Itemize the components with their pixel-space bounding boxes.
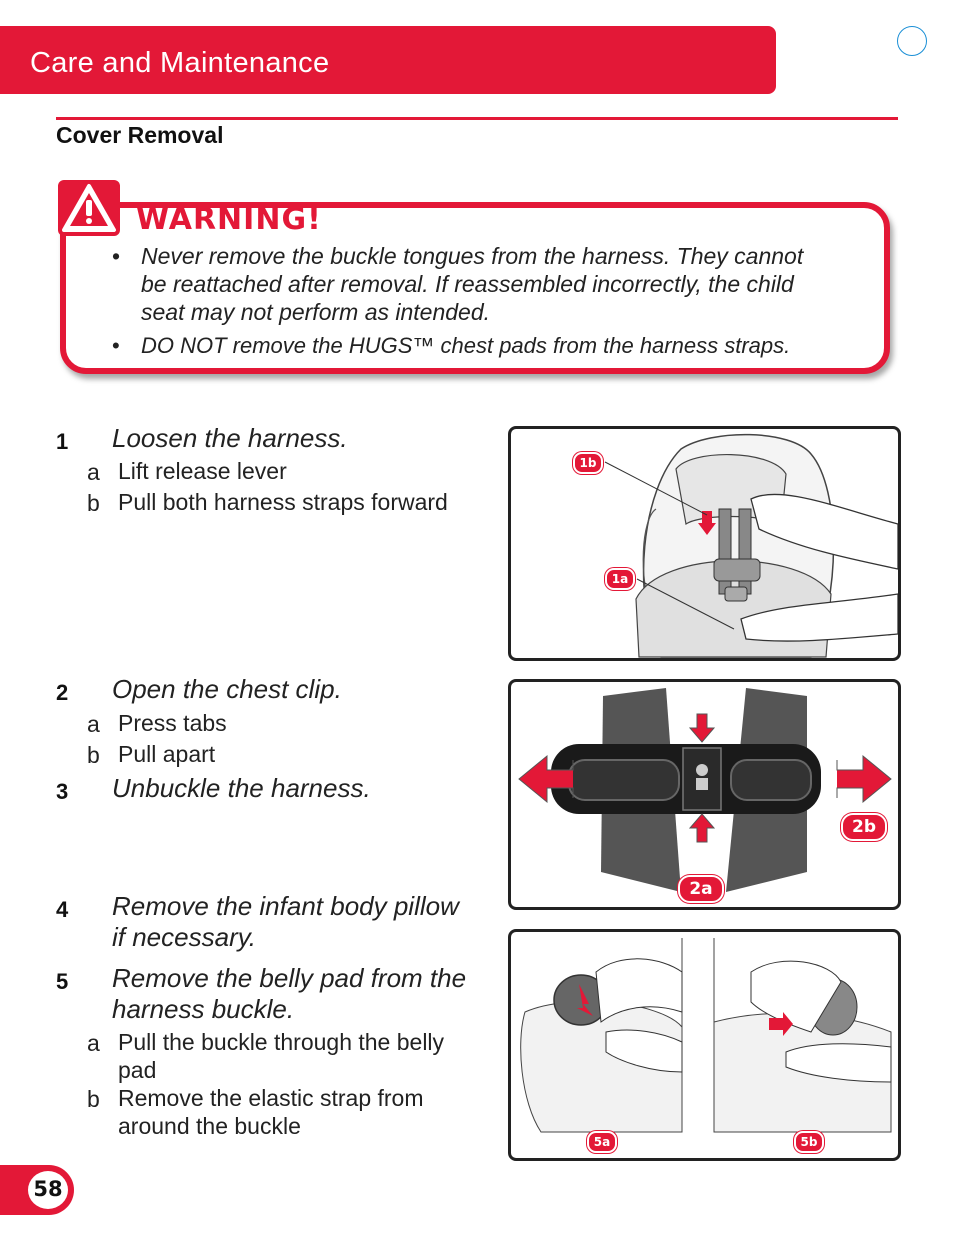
chest-clip-illustration (518, 688, 892, 892)
warning-text-line: DO NOT remove the HUGS™ chest pads from … (141, 333, 791, 358)
step-number: 5 (56, 969, 69, 994)
step-number: 1 (56, 429, 69, 454)
sub-step-text-line: Remove the elastic strap from (118, 1085, 424, 1111)
sub-step-letter: a (87, 1030, 100, 1056)
sub-step-text: Pull apart (118, 741, 216, 767)
sub-step-text-line: around the buckle (118, 1113, 301, 1139)
sub-step-text-line: pad (118, 1057, 157, 1083)
step-title-line: Remove the infant body pillow (112, 891, 459, 921)
warning-item-cont: seat may not perform as intended. (112, 298, 872, 327)
belly-pad-illustration (520, 938, 892, 1133)
step-number: 3 (56, 779, 69, 804)
page-number-circle (28, 1171, 68, 1209)
step-title: Open the chest clip. (112, 674, 342, 704)
warning-icon (58, 180, 120, 236)
warning-text-line: be reattached after removal. If reassemb… (141, 271, 794, 297)
label-5a: 5a (587, 1131, 617, 1153)
warning-text-line: Never remove the buckle tongues from the… (141, 243, 804, 269)
sub-step-letter: b (87, 490, 100, 516)
page-number: 58 (33, 1177, 63, 1201)
warning-item-cont: be reattached after removal. If reassemb… (112, 270, 872, 299)
figure-chest-clip: 2b 2a (508, 679, 901, 910)
step-title: Unbuckle the harness. (112, 773, 371, 803)
header-title: Care and Maintenance (30, 47, 330, 79)
figure-belly-pad: 5a 5b (508, 929, 901, 1161)
sub-step-letter: b (87, 742, 100, 768)
label-1a: 1a (605, 568, 635, 590)
bullet: • (112, 243, 121, 269)
label-2b: 2b (841, 813, 887, 841)
label-5b: 5b (794, 1131, 824, 1153)
car-seat-illustration (604, 433, 898, 658)
sub-step-text: Lift release lever (118, 458, 287, 484)
label-1b: 1b (573, 452, 603, 474)
section-title: Cover Removal (56, 122, 224, 148)
warning-item: • DO NOT remove the HUGS™ chest pads fro… (112, 331, 872, 360)
sub-step-letter: a (87, 711, 100, 737)
sub-step-letter: a (87, 459, 100, 485)
sub-step-text-line: Pull the buckle through the belly (118, 1029, 445, 1055)
step-title-line: harness buckle. (112, 994, 295, 1024)
step-title-line: Remove the belly pad from the (112, 963, 467, 993)
bullet: • (112, 333, 120, 358)
header-bar (0, 26, 776, 94)
figure-loosen-harness: 1b 1a (508, 426, 901, 661)
label-2a: 2a (678, 875, 724, 903)
step-title: Loosen the harness. (112, 423, 348, 453)
step-number: 2 (56, 680, 69, 705)
warning-box (60, 202, 890, 374)
step-title-line: if necessary. (112, 922, 257, 952)
warning-text-line: seat may not perform as intended. (141, 299, 491, 325)
warning-item: • Never remove the buckle tongues from t… (112, 242, 872, 271)
sub-step-letter: b (87, 1086, 100, 1112)
section-rule (56, 117, 898, 120)
step-number: 4 (56, 897, 69, 922)
sub-step-text: Pull both harness straps forward (118, 489, 448, 515)
warning-heading: WARNING! (136, 202, 322, 237)
sub-step-text: Press tabs (118, 710, 227, 736)
corner-circle-mark (897, 26, 927, 56)
